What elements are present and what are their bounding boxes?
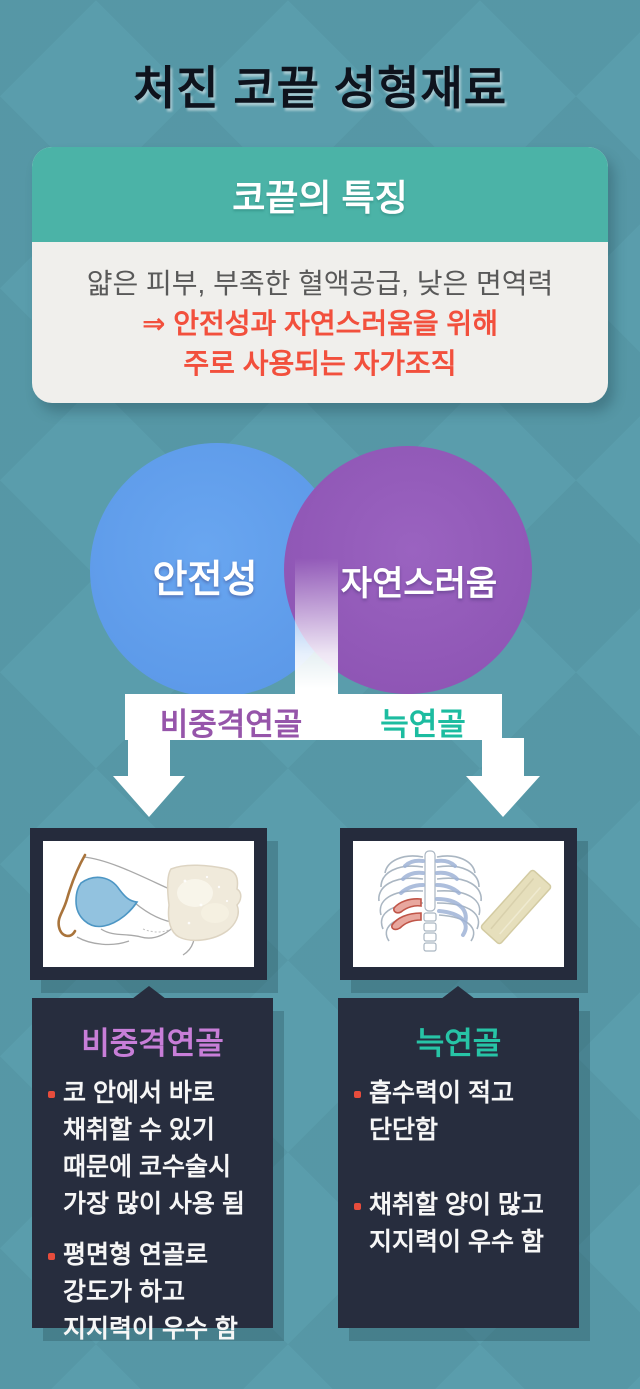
feature-line-1: 얇은 피부, 부족한 혈액공급, 낮은 면역력 — [86, 268, 554, 299]
bullet-dot-icon — [354, 1203, 361, 1210]
harvest-rib-highlight — [391, 898, 422, 931]
costal-cartilage-highlight — [399, 858, 468, 937]
nasal-septum-illustration-icon — [57, 853, 242, 956]
info-card-title-costal: 늑연골 — [415, 1026, 502, 1061]
costal-bullet-list: 흡수력이 적고 단단함 채취할 양이 많고 지지력이 우수 함 — [338, 1075, 579, 1261]
feature-card-header: 코끝의 특징 — [32, 147, 608, 242]
bullet-item: 채취할 양이 많고 지지력이 우수 함 — [354, 1187, 569, 1261]
info-card-septal-cartilage: 비중격연골 코 안에서 바로 채취할 수 있기 때문에 코수술시 가장 많이 사… — [32, 998, 273, 1343]
septal-cartilage-highlight — [75, 876, 139, 928]
bullet-item: 흡수력이 적고 단단함 — [354, 1075, 569, 1149]
bullet-dot-icon — [48, 1091, 55, 1098]
bullet-item: 코 안에서 바로 채취할 수 있기 때문에 코수술시 가장 많이 사용 됨 — [48, 1075, 263, 1223]
down-arrow-left-icon — [113, 738, 185, 817]
venn-label-safety: 안전성 — [152, 559, 258, 601]
rib-cartilage-strip-photo — [480, 869, 552, 945]
card-pointer-left — [132, 986, 166, 999]
feature-card: 코끝의 특징 얇은 피부, 부족한 혈액공급, 낮은 면역력 ⇒ 안전성과 자연… — [32, 147, 608, 403]
venn-overlap-fade — [295, 558, 338, 695]
ribcage-illustration-icon — [378, 850, 552, 952]
card-pointer-right — [441, 986, 475, 999]
feature-line-3: 주로 사용되는 자가조직 — [183, 348, 457, 379]
frame-rib-cartilage-image — [340, 828, 577, 980]
branch-label-rib-cartilage: 늑연골 — [380, 707, 466, 742]
venn-label-naturalness: 자연스러움 — [340, 565, 498, 603]
bullet-dot-icon — [48, 1253, 55, 1260]
nose-profile-line — [57, 853, 87, 938]
bullet-text: 코 안에서 바로 채취할 수 있기 때문에 코수술시 가장 많이 사용 됨 — [63, 1079, 245, 1218]
page-title: 처진 코끝 성형재료 — [132, 62, 508, 114]
septal-cartilage-photo — [166, 864, 242, 942]
info-card-rib-cartilage: 늑연골 흡수력이 적고 단단함 채취할 양이 많고 지지력이 우수 함 — [338, 998, 579, 1328]
frame-septal-cartilage-image — [30, 828, 267, 980]
down-arrows — [113, 738, 540, 817]
bullet-text: 흡수력이 적고 단단함 — [369, 1079, 514, 1144]
bullet-dot-icon — [354, 1091, 361, 1098]
feature-line-2: ⇒ 안전성과 자연스러움을 위해 — [142, 308, 498, 339]
bullet-item: 평면형 연골로 강도가 하고 지지력이 우수 함 — [48, 1237, 263, 1348]
feature-card-body: 얇은 피부, 부족한 혈액공급, 낮은 면역력 ⇒ 안전성과 자연스러움을 위해… — [32, 242, 608, 384]
down-arrow-right-icon — [466, 738, 540, 817]
info-card-title-septal: 비중격연골 — [81, 1026, 224, 1061]
branch-label-bar: 비중격연골 늑연골 — [125, 694, 502, 742]
bullet-text: 채취할 양이 많고 지지력이 우수 함 — [369, 1191, 544, 1256]
branch-label-septal-cartilage: 비중격연골 — [159, 707, 303, 742]
septal-bullet-list: 코 안에서 바로 채취할 수 있기 때문에 코수술시 가장 많이 사용 됨 평면… — [32, 1075, 273, 1348]
bullet-text: 평면형 연골로 강도가 하고 지지력이 우수 함 — [63, 1241, 238, 1343]
